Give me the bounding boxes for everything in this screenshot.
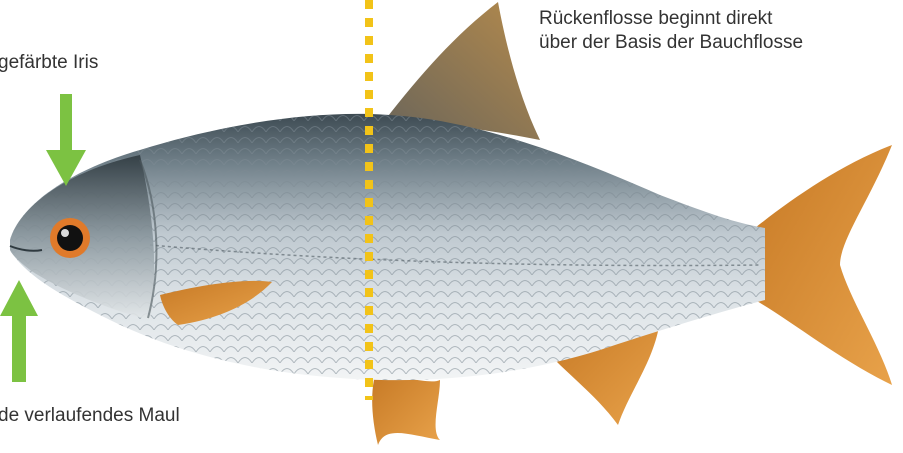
arrow-down-icon xyxy=(46,94,86,186)
arrow-up-icon xyxy=(0,280,38,382)
pelvic-fin xyxy=(372,375,440,445)
tail-fin xyxy=(755,145,892,385)
